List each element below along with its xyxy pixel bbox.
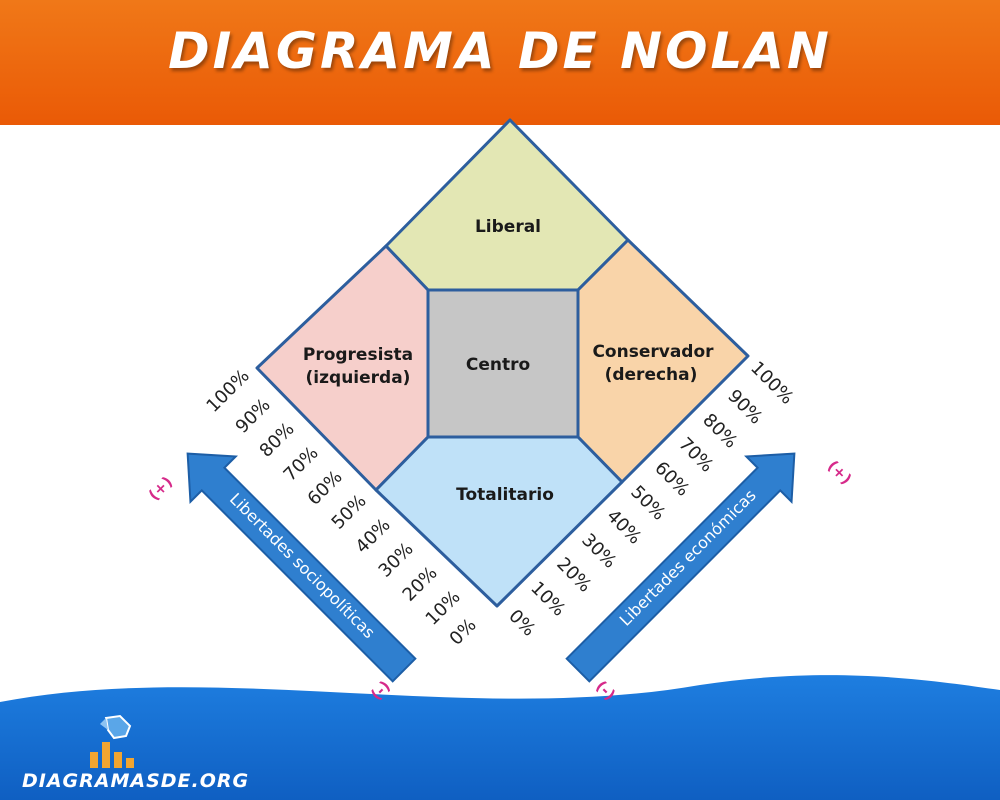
label-izquierda: (izquierda) xyxy=(306,368,411,388)
pct-right: 80% xyxy=(698,410,741,453)
pct-right: 90% xyxy=(723,386,766,429)
pct-right: 70% xyxy=(674,434,717,477)
pct-right: 40% xyxy=(602,506,645,549)
pct-right: 60% xyxy=(650,458,693,501)
label-liberal: Liberal xyxy=(475,217,541,237)
sign-plus-left: (+) xyxy=(145,473,176,504)
pct-left: 40% xyxy=(352,515,395,558)
pct-right: 50% xyxy=(626,482,669,525)
header-banner xyxy=(0,0,1000,125)
label-totalitario: Totalitario xyxy=(456,485,554,505)
pct-right: 0% xyxy=(504,606,539,641)
label-conservador: Conservador xyxy=(592,342,714,362)
brand-name: DIAGRAMASDE.ORG xyxy=(22,770,250,792)
sign-plus-right: (+) xyxy=(824,457,855,488)
label-progresista: Progresista xyxy=(303,345,413,365)
label-derecha: (derecha) xyxy=(605,365,698,385)
sign-minus-right: (-) xyxy=(592,677,619,704)
pct-left: 90% xyxy=(232,395,275,438)
pct-left: 20% xyxy=(399,563,442,606)
pct-left: 0% xyxy=(446,615,481,650)
pct-left: 30% xyxy=(375,539,418,582)
brand-logo-icon xyxy=(90,714,134,768)
label-centro: Centro xyxy=(466,355,530,375)
pct-left: 70% xyxy=(280,443,323,486)
arrow-right-shape xyxy=(565,452,796,683)
pct-left: 50% xyxy=(328,491,371,534)
pct-left: 60% xyxy=(304,467,347,510)
arrow-sociopolitical xyxy=(186,452,417,683)
pct-right: 10% xyxy=(526,578,569,621)
pct-right: 30% xyxy=(577,530,620,573)
arrow-left-shape xyxy=(186,452,417,683)
page-title: DIAGRAMA DE NOLAN xyxy=(168,22,832,80)
region-centro xyxy=(426,288,580,439)
sign-minus-left: (-) xyxy=(367,677,394,704)
footer-wave xyxy=(0,675,1000,800)
region-liberal xyxy=(384,118,630,292)
pct-left: 80% xyxy=(256,419,299,462)
arrow-economic xyxy=(565,452,796,683)
pct-right: 20% xyxy=(552,554,595,597)
